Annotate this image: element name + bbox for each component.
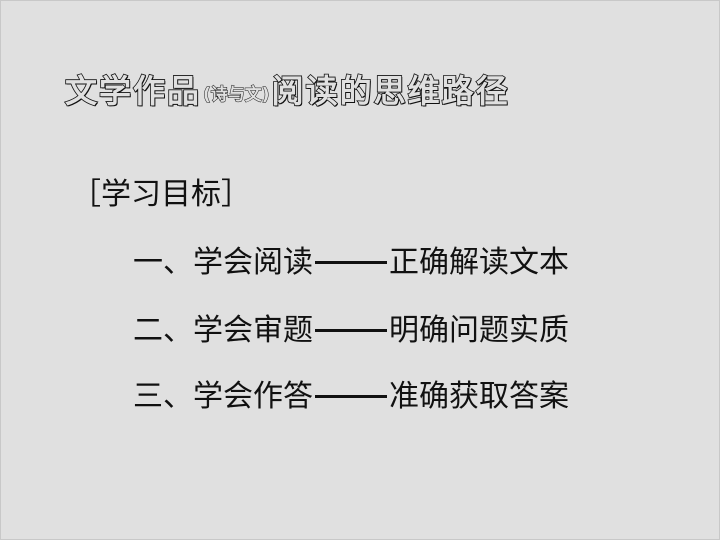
goal-prefix: 三、 xyxy=(133,379,193,414)
goal-dash xyxy=(315,328,387,332)
title-main-before: 文学作品 xyxy=(64,71,202,111)
goal-item: 二、 学会审题 明确问题实质 xyxy=(133,305,569,349)
goal-outcome: 正确解读文本 xyxy=(389,245,569,280)
slide-title: 文学作品 (诗与文) 阅读的思维路径 xyxy=(64,65,665,113)
goal-item: 三、 学会作答 准确获取答案 xyxy=(133,371,569,415)
learning-goals-header: ［学习目标］ xyxy=(71,177,251,212)
goal-prefix: 一、 xyxy=(133,245,193,280)
goal-dash xyxy=(315,260,387,264)
goal-skill: 学会审题 xyxy=(193,313,313,348)
title-main-after: 阅读的思维路径 xyxy=(271,71,510,111)
goal-item: 一、 学会阅读 正确解读文本 xyxy=(133,237,569,281)
goal-skill: 学会阅读 xyxy=(193,245,313,280)
goal-outcome: 准确获取答案 xyxy=(389,379,569,414)
goal-prefix: 二、 xyxy=(133,313,193,348)
goal-skill: 学会作答 xyxy=(193,379,313,414)
goal-dash xyxy=(315,394,387,398)
title-paren-note: (诗与文) xyxy=(203,84,271,105)
goal-outcome: 明确问题实质 xyxy=(389,313,569,348)
